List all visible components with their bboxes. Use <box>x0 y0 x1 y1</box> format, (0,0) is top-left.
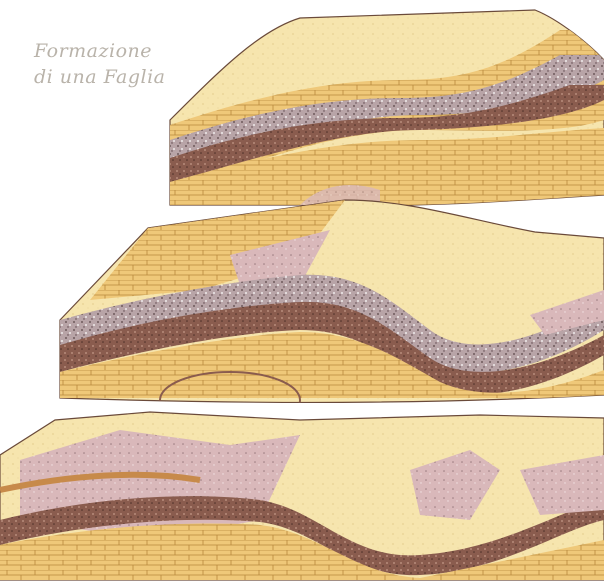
block-top <box>170 10 604 206</box>
caption-line-2: di una Faglia <box>34 66 224 88</box>
caption-line-1: Formazione <box>34 40 224 62</box>
block-middle <box>60 200 604 428</box>
block-bottom <box>0 412 604 580</box>
